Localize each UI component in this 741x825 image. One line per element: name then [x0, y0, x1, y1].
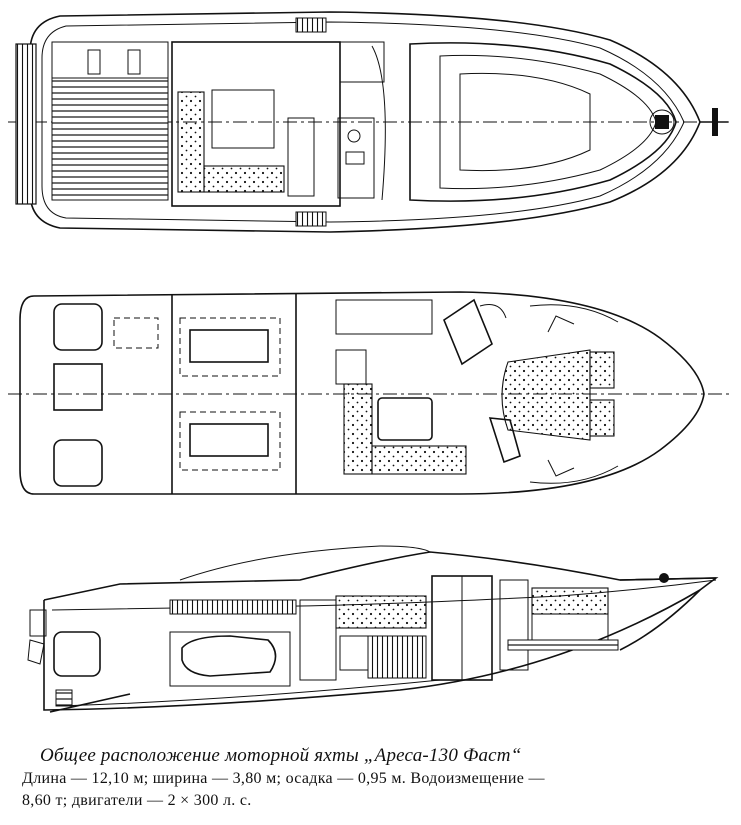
caption-specs-line2: 8,60 т; двигатели — 2 × 300 л. с.: [22, 792, 252, 809]
settee: [343, 383, 373, 475]
yacht-general-arrangement: [8, 11, 730, 713]
sunpad: [51, 77, 169, 201]
interior-plan-view: [8, 291, 730, 495]
v-berth: [501, 349, 591, 441]
fuel-tank: [53, 303, 103, 351]
profile-view: [27, 545, 719, 713]
engine-profile: [181, 635, 277, 677]
engine-starboard: [179, 411, 281, 471]
caption: Общее расположение моторной яхты „Ареса-…: [22, 744, 722, 812]
deck-plan-view: [8, 11, 730, 233]
engine-port: [179, 317, 281, 377]
saloon: [171, 41, 341, 207]
swim-platform: [15, 43, 37, 205]
caption-title: Общее расположение моторной яхты „Ареса-…: [40, 745, 522, 766]
caption-specs-line1: Длина — 12,10 м; ширина — 3,80 м; осадка…: [22, 770, 545, 787]
